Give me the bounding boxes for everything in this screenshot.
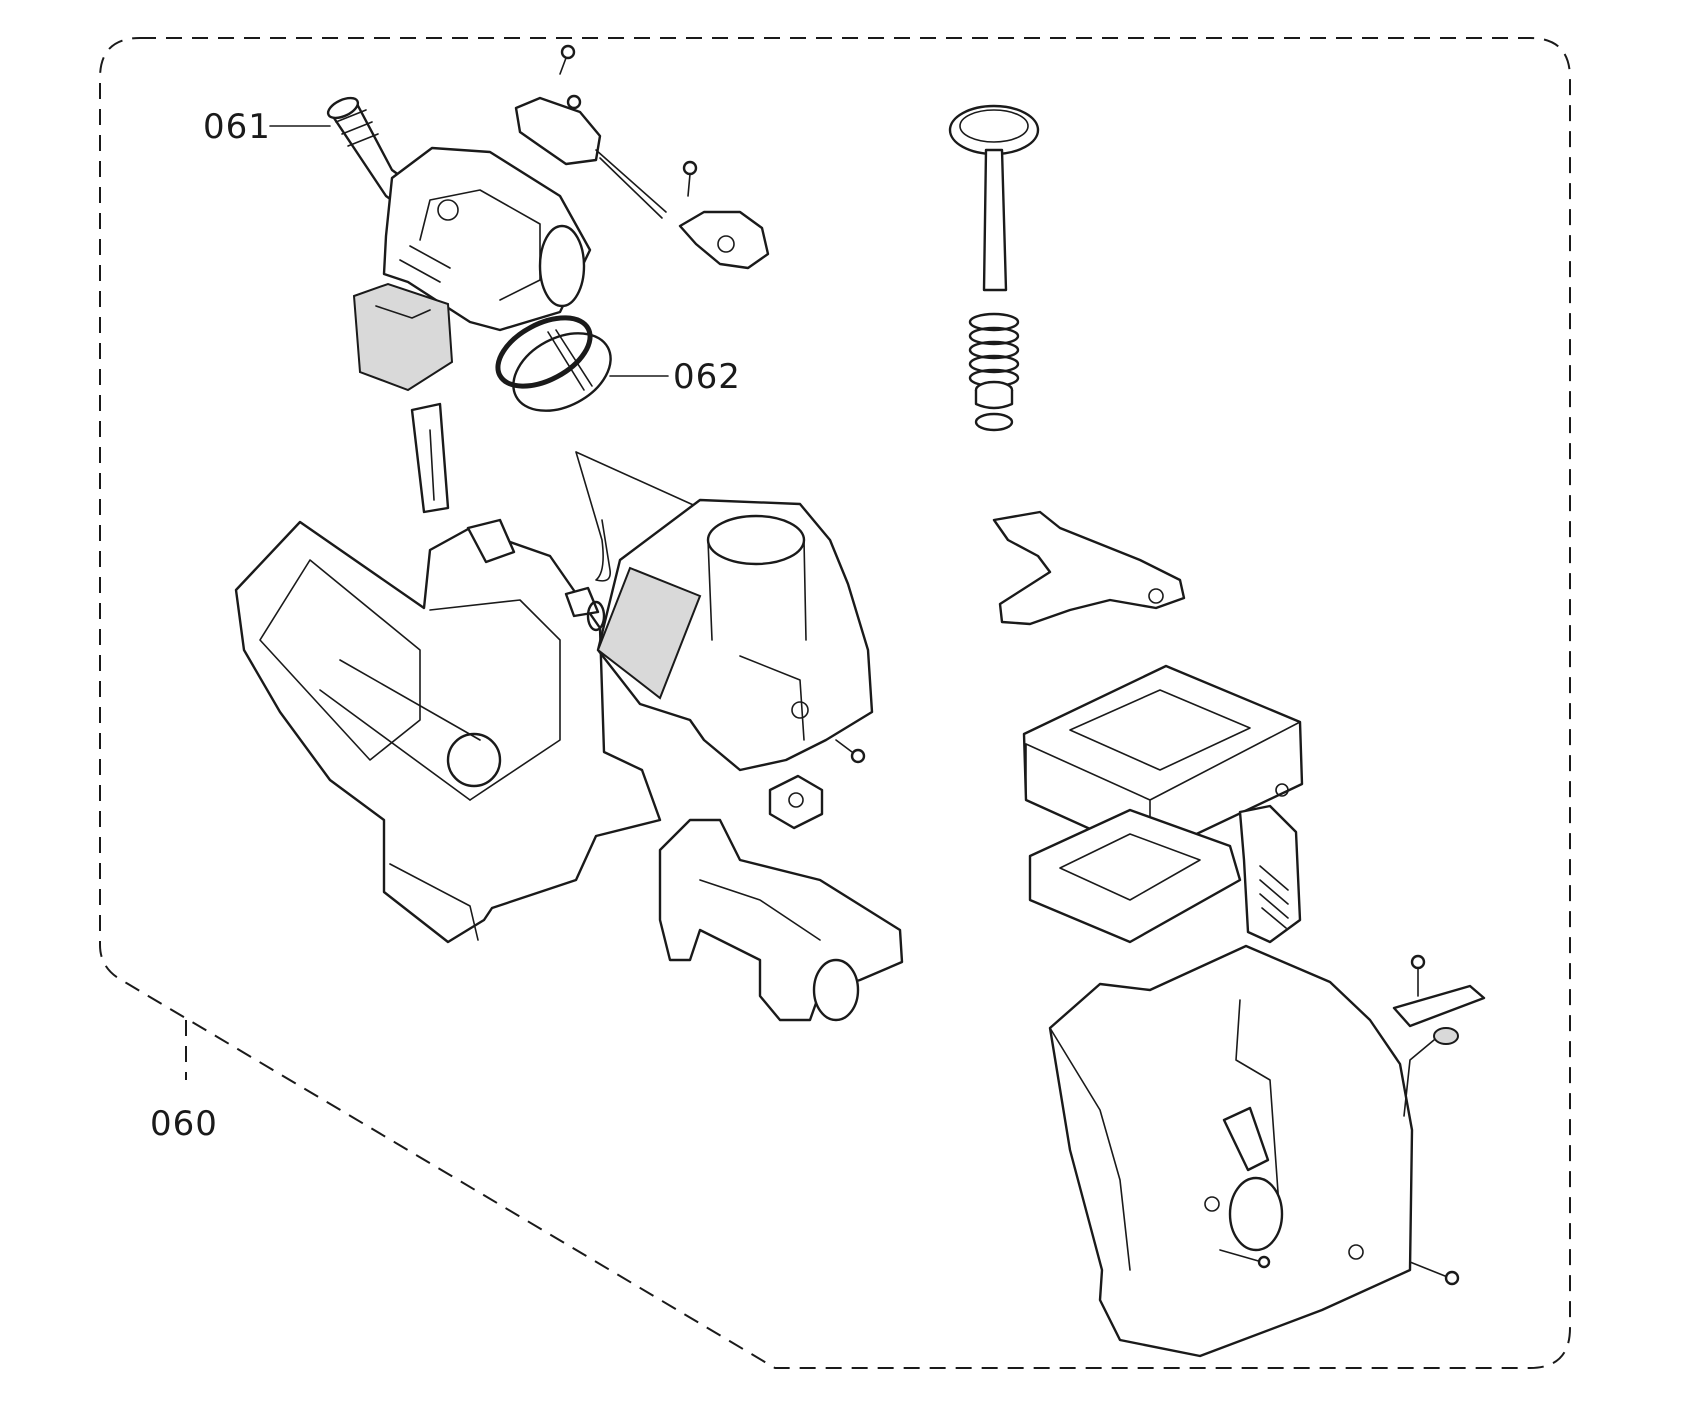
cam-piece	[678, 210, 770, 270]
valve-head-housing	[382, 146, 592, 332]
coil-spring	[968, 312, 1020, 388]
spring-cap	[974, 380, 1014, 432]
wire-spring	[575, 451, 701, 582]
left-main-frame	[234, 518, 662, 944]
lower-pin	[1409, 1261, 1460, 1286]
torsion-spring	[1403, 1027, 1459, 1117]
top-screw	[559, 44, 576, 75]
callout-061-label: 061	[203, 107, 271, 147]
part-062-o-rings	[495, 315, 612, 412]
bracket-screw	[682, 160, 698, 197]
hatched-handle	[1238, 804, 1302, 944]
funnel-box	[1022, 664, 1304, 858]
grey-cap	[352, 282, 454, 392]
callout-060-label: 060	[150, 1104, 218, 1144]
housing-pin	[1219, 1249, 1271, 1269]
lower-tray	[1028, 808, 1242, 944]
small-o-ring	[586, 600, 606, 632]
brew-cylinder-block	[596, 498, 874, 772]
bar-clip	[410, 402, 450, 514]
block-screw	[835, 739, 866, 764]
upper-right-arm	[992, 510, 1186, 626]
assembly-boundary	[99, 37, 1571, 1369]
square-nut	[768, 774, 824, 830]
top-bracket	[514, 94, 667, 219]
clip-plate	[1392, 954, 1486, 1028]
lower-lever-arm	[658, 818, 904, 1022]
lower-right-housing	[1048, 944, 1414, 1358]
piston-shaft	[948, 104, 1040, 292]
callout-062-label: 062	[673, 357, 741, 397]
